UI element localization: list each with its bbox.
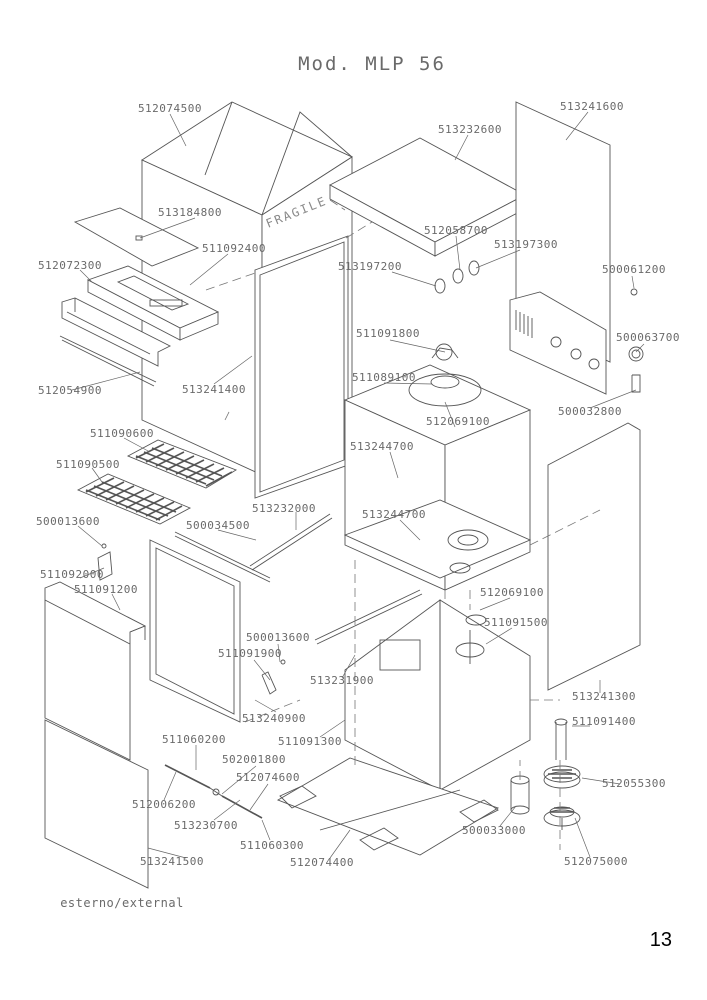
box-cover-sheet	[73, 207, 200, 267]
part-label: 511091400	[572, 715, 636, 728]
diagram-title: Mod. MLP 56	[298, 53, 446, 75]
part-label: 513232000	[252, 502, 316, 515]
part-label: 511091200	[74, 583, 138, 596]
filter-drawer	[86, 265, 220, 341]
part-label: 513240900	[242, 712, 306, 725]
door-upper	[44, 581, 147, 761]
part-label: 511091900	[218, 647, 282, 660]
part-label: 512072300	[38, 259, 102, 272]
part-label: 511060300	[240, 839, 304, 852]
control-panel	[509, 291, 607, 395]
part-label: 512058700	[424, 224, 488, 237]
part-label: 512069100	[480, 586, 544, 599]
part-label: 512074600	[236, 771, 300, 784]
part-label: 513241600	[560, 100, 624, 113]
part-label: 512069100	[426, 415, 490, 428]
part-label: 511091300	[278, 735, 342, 748]
part-label: 513241300	[572, 690, 636, 703]
door-springs	[164, 764, 263, 819]
footer-label: esterno/external	[60, 896, 184, 910]
part-label: 513244700	[362, 508, 426, 521]
right-side-panel	[547, 422, 641, 691]
wash-basin	[343, 499, 532, 579]
part-label: 512074500	[138, 102, 202, 115]
part-label: 513241400	[182, 383, 246, 396]
part-label: 511091500	[484, 616, 548, 629]
part-label: 513232600	[438, 123, 502, 136]
pump	[455, 614, 487, 664]
part-label: 511090600	[90, 427, 154, 440]
dish-rack-lower	[76, 473, 192, 525]
part-label: 511060200	[162, 733, 226, 746]
part-label: 500063700	[616, 331, 680, 344]
part-label: 513184800	[158, 206, 222, 219]
part-label: 512006200	[132, 798, 196, 811]
part-label: 511091800	[356, 327, 420, 340]
part-label: 500033000	[462, 824, 526, 837]
part-label: 512054900	[38, 384, 102, 397]
part-label: 511090500	[56, 458, 120, 471]
base-pallet	[276, 757, 500, 856]
dish-rack-upper	[126, 439, 238, 489]
part-label: 511089100	[352, 371, 416, 384]
part-label: 513231900	[310, 674, 374, 687]
part-label: 500032800	[558, 405, 622, 418]
filter-lower	[543, 806, 581, 830]
part-label: 513197300	[494, 238, 558, 251]
page-number: 13	[650, 929, 672, 951]
left-side-panel	[254, 235, 349, 499]
part-label: 513244700	[350, 440, 414, 453]
part-label: 500061200	[602, 263, 666, 276]
part-label: 500013600	[36, 515, 100, 528]
part-label: 511092400	[202, 242, 266, 255]
part-label: 500013600	[246, 631, 310, 644]
filter-upper	[543, 765, 581, 789]
part-label: 512055300	[602, 777, 666, 790]
part-label: 512075000	[564, 855, 628, 868]
part-label: 502001800	[222, 753, 286, 766]
part-label: 513197200	[338, 260, 402, 273]
part-label: 512074400	[290, 856, 354, 869]
inner-door-frame	[149, 531, 271, 723]
part-label: 513230700	[174, 819, 238, 832]
lower-frame	[344, 599, 531, 791]
door-lower	[44, 719, 149, 889]
part-label: 513241500	[140, 855, 204, 868]
seals	[434, 260, 480, 294]
spray-tube	[554, 718, 568, 760]
part-label: 500034500	[186, 519, 250, 532]
part-label: 511092000	[40, 568, 104, 581]
cylinder	[510, 775, 530, 815]
